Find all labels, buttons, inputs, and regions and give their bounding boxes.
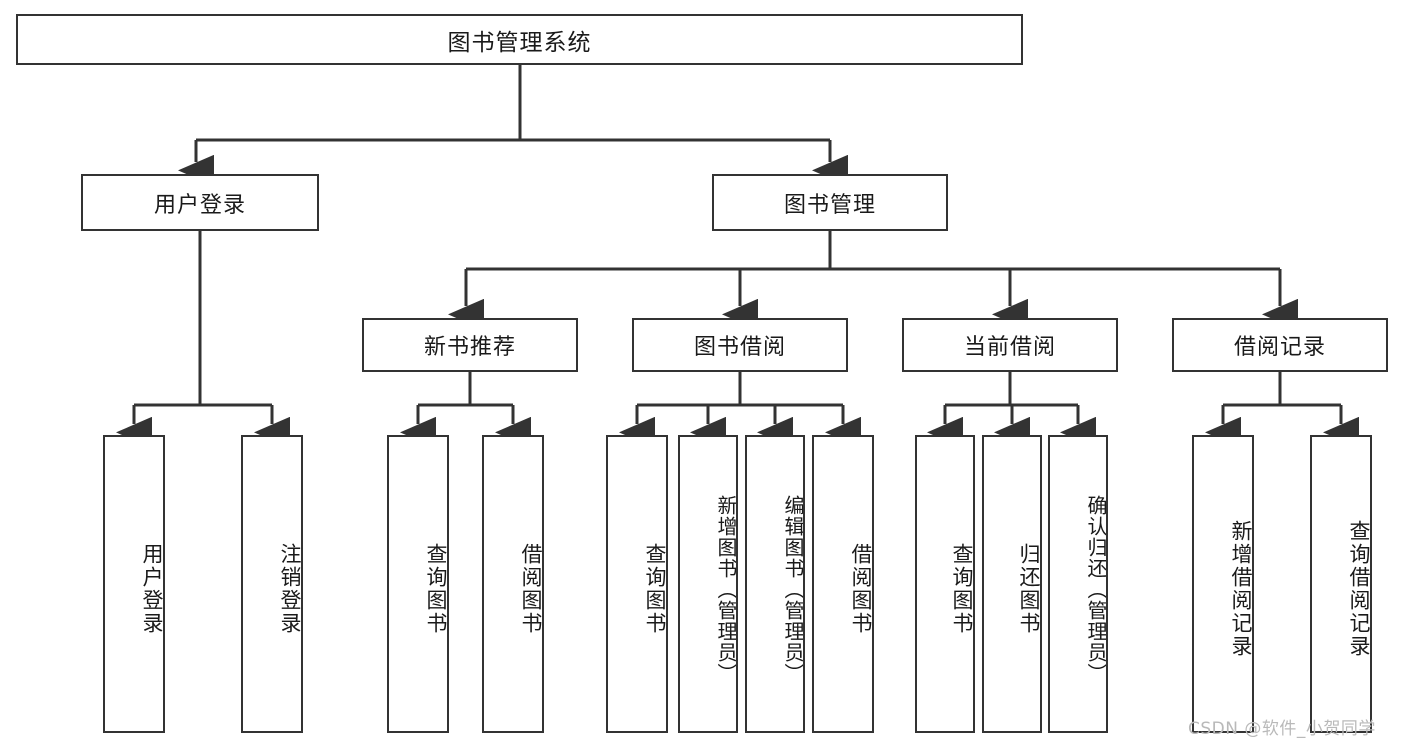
node-level3-2[interactable]: 当前借阅 xyxy=(902,318,1118,372)
node-level3-1[interactable]: 图书借阅 xyxy=(632,318,848,372)
node-leaf-8[interactable]: 查询图书 xyxy=(915,435,975,733)
node-label: 新书推荐 xyxy=(423,335,516,360)
node-leaf-0[interactable]: 用户登录 xyxy=(103,435,165,733)
node-leaf-1[interactable]: 注销登录 xyxy=(241,435,303,733)
node-root[interactable]: 图书管理系统 xyxy=(16,14,1023,65)
node-label: 用户登录 xyxy=(153,192,246,218)
node-leaf-12[interactable]: 查询借阅记录 xyxy=(1310,435,1372,733)
node-leaf-9[interactable]: 归还图书 xyxy=(982,435,1042,733)
node-label: 借阅记录 xyxy=(1233,335,1326,360)
node-leaf-7[interactable]: 借阅图书 xyxy=(812,435,874,733)
node-label: 查询图书 xyxy=(424,543,448,635)
node-label: 当前借阅 xyxy=(963,335,1056,360)
node-leaf-3[interactable]: 借阅图书 xyxy=(482,435,544,733)
node-leaf-2[interactable]: 查询图书 xyxy=(387,435,449,733)
node-label: 查询图书 xyxy=(643,543,667,635)
node-label: 图书管理系统 xyxy=(447,29,592,56)
node-label: 归还图书 xyxy=(1017,543,1041,635)
node-label: 注销登录 xyxy=(278,543,302,635)
node-label: 借阅图书 xyxy=(849,543,873,635)
node-label: 借阅图书 xyxy=(519,543,543,635)
node-level3-3[interactable]: 借阅记录 xyxy=(1172,318,1388,372)
node-label: 确认归还（管理员） xyxy=(1084,494,1108,684)
node-label: 图书借阅 xyxy=(693,335,786,360)
node-label: 查询借阅记录 xyxy=(1347,520,1371,658)
node-leaf-11[interactable]: 新增借阅记录 xyxy=(1192,435,1254,733)
node-label: 新增借阅记录 xyxy=(1229,520,1253,658)
watermark: CSDN @软件_小贺同学 xyxy=(1188,719,1376,739)
node-label: 用户登录 xyxy=(140,543,164,635)
node-label: 编辑图书（管理员） xyxy=(781,494,805,684)
node-level2-0[interactable]: 用户登录 xyxy=(81,174,319,231)
node-label: 图书管理 xyxy=(783,192,876,218)
node-leaf-6[interactable]: 编辑图书（管理员） xyxy=(745,435,805,733)
node-leaf-10[interactable]: 确认归还（管理员） xyxy=(1048,435,1108,733)
node-label: 查询图书 xyxy=(950,543,974,635)
node-label: 新增图书（管理员） xyxy=(714,494,738,684)
node-leaf-5[interactable]: 新增图书（管理员） xyxy=(678,435,738,733)
node-leaf-4[interactable]: 查询图书 xyxy=(606,435,668,733)
node-level3-0[interactable]: 新书推荐 xyxy=(362,318,578,372)
node-level2-1[interactable]: 图书管理 xyxy=(712,174,948,231)
